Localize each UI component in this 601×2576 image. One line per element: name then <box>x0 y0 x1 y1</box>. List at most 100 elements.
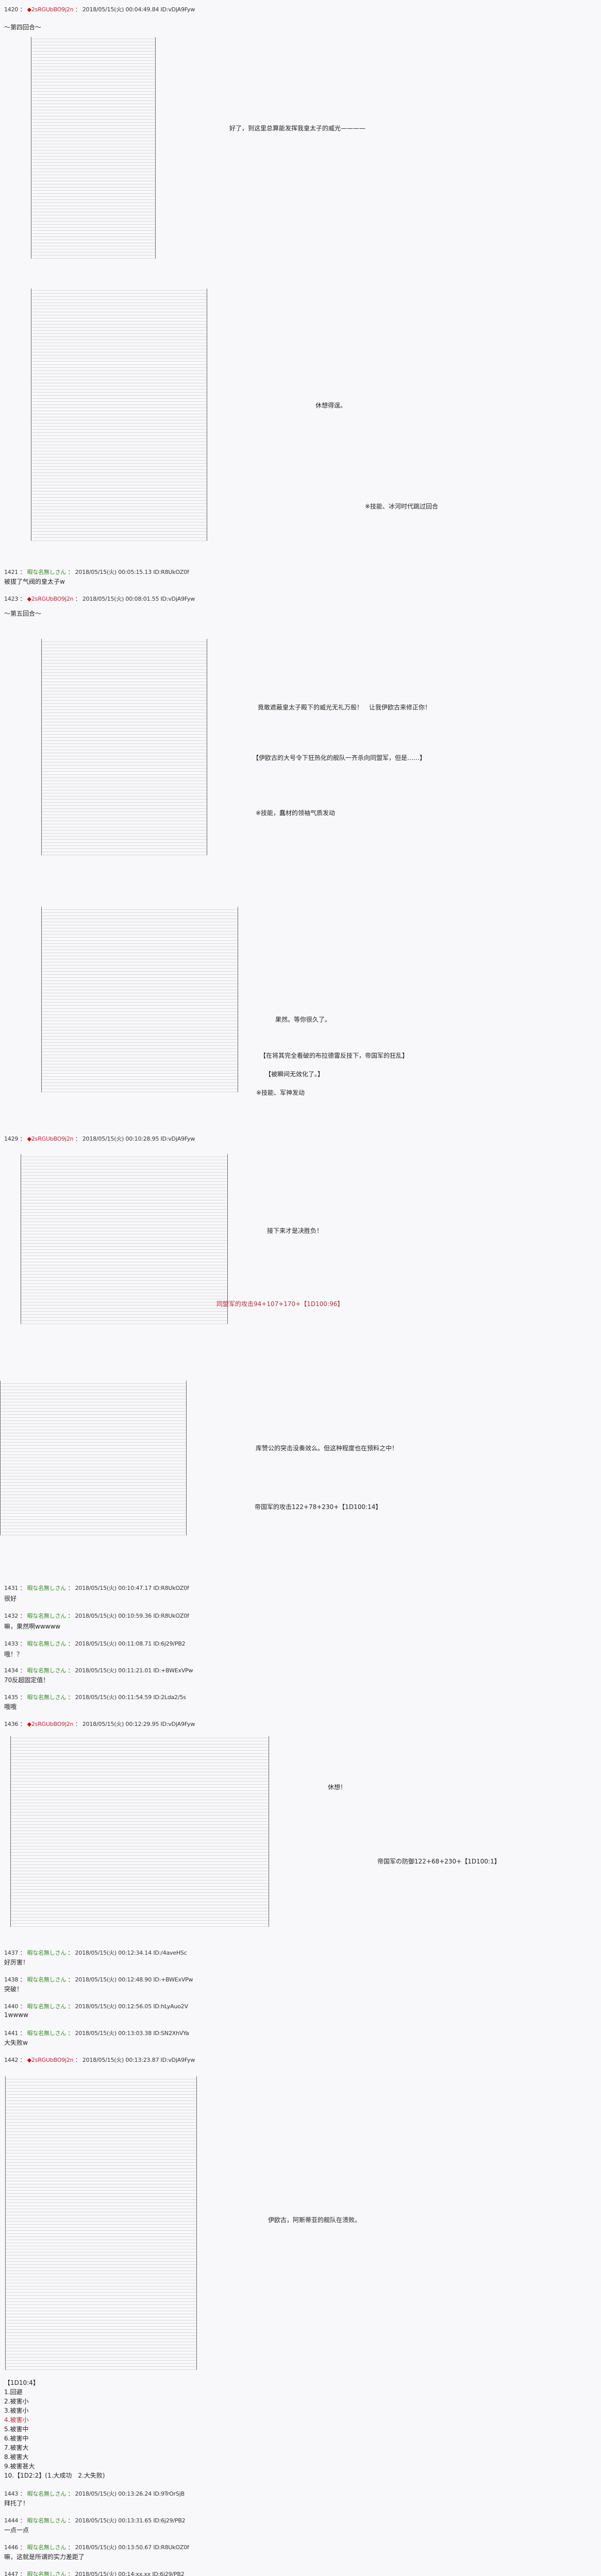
poster-id[interactable]: ID:+BWExVPw <box>153 1667 193 1674</box>
post-body-1434: 70反超固定值！ <box>4 1676 49 1684</box>
post-date: 2018/05/15(火) 00:11:21.01 <box>75 1667 152 1674</box>
poster-name[interactable]: 2sRGUbBO9j2n <box>27 596 74 602</box>
post-header-1436: 1436 ： 2sRGUbBO9j2n ： 2018/05/15(火) 00:1… <box>4 1720 195 1728</box>
poster-id[interactable]: ID:/4aveHSc <box>153 1950 187 1956</box>
dialogue-line: 库赞公的突击没奏效么。但这种程度也在预料之中！ <box>256 1445 398 1452</box>
poster-id[interactable]: ID:vDjA9Fyw <box>160 6 195 13</box>
poster-name[interactable]: 暇な名無しさん <box>27 2571 66 2576</box>
skill-note: ※技能，蠢材的领袖气质发动 <box>256 809 336 817</box>
dialogue-line: 休想！ <box>328 1784 347 1791</box>
post-number: 1438 <box>4 1976 19 1983</box>
dice-option: 8.被害大 <box>4 2453 29 2461</box>
post-header-1440: 1440 ： 暇な名無しさん ： 2018/05/15(火) 00:12:56.… <box>4 2003 188 2010</box>
post-header-1420: 1420 ： 2sRGUbBO9j2n ： 2018/05/15(火) 00:0… <box>4 5 195 13</box>
post-header-1435: 1435 ： 暇な名無しさん ： 2018/05/15(火) 00:11:54.… <box>4 1694 186 1701</box>
poster-id[interactable]: ID:vDjA9Fyw <box>160 1721 195 1727</box>
poster-name[interactable]: 暇な名無しさん <box>27 1694 66 1701</box>
post-date: 2018/05/15(火) 00:05:15.13 <box>75 569 152 575</box>
post-date: 2018/05/15(火) 00:11:08.71 <box>75 1640 152 1647</box>
post-body-1435: 哦哦 <box>4 1703 17 1710</box>
narration-line: 【被瞬间无效化了。】 <box>265 1071 324 1078</box>
ascii-art-figure <box>31 37 156 259</box>
post-body-1438: 突破！ <box>4 1986 23 1993</box>
skill-note: ※技能、军神发动 <box>256 1089 305 1096</box>
poster-id[interactable]: ID:6j29/PB2 <box>153 1640 186 1647</box>
post-header-1444: 1444 ： 暇な名無しさん ： 2018/05/15(火) 00:13:31.… <box>4 2517 186 2524</box>
post-body-1443: 拜托了！ <box>4 2500 29 2507</box>
post-header-1421: 1421 ： 暇な名無しさん ： 2018/05/15(火) 00:05:15.… <box>4 569 189 575</box>
post-header-1446: 1446 ： 暇な名無しさん ： 2018/05/15(火) 00:13:50.… <box>4 2544 189 2551</box>
poster-name[interactable]: 2sRGUbBO9j2n <box>27 1721 74 1727</box>
poster-name[interactable]: 暇な名無しさん <box>27 1613 66 1619</box>
dice-option: 5.被害中 <box>4 2426 29 2433</box>
poster-id[interactable]: ID:hLyAuo2V <box>153 2003 188 2010</box>
poster-id[interactable]: ID:vDjA9Fyw <box>160 596 195 602</box>
poster-name[interactable]: 暇な名無しさん <box>27 1585 66 1591</box>
post-number: 1437 <box>4 1950 19 1956</box>
post-number: 1436 <box>4 1721 19 1727</box>
post-body-1440: 1wwww <box>4 2011 28 2019</box>
poster-id[interactable]: ID:6j29/PB2 <box>153 2517 186 2524</box>
poster-name[interactable]: 2sRGUbBO9j2n <box>27 2057 74 2063</box>
post-date: 2018/05/15(火) 00:12:34.14 <box>75 1950 152 1956</box>
poster-name[interactable]: 暇な名無しさん <box>27 2030 66 2037</box>
dialogue-line: 休想得逞。 <box>315 402 347 409</box>
poster-name[interactable]: 暇な名無しさん <box>27 1667 66 1674</box>
post-header-1433: 1433 ： 暇な名無しさん ： 2018/05/15(火) 00:11:08.… <box>4 1640 186 1647</box>
post-number: 1444 <box>4 2517 19 2524</box>
dice-result-list: 【1D10:4】 1.回避 2.被害小 3.被害小 4.被害小 5.被害中 6.… <box>4 2378 105 2480</box>
post-date: 2018/05/15(火) 00:13:23.87 <box>82 2057 159 2063</box>
poster-id[interactable]: ID:vDjA9Fyw <box>160 1136 195 1142</box>
poster-name[interactable]: 暇な名無しさん <box>27 569 66 575</box>
poster-name[interactable]: 2sRGUbBO9j2n <box>27 6 74 13</box>
post-header-1432: 1432 ： 暇な名無しさん ： 2018/05/15(火) 00:10:59.… <box>4 1613 189 1619</box>
dialogue-line: 果然。等你很久了。 <box>275 1016 331 1023</box>
defense-roll: 帝国军の防御122+68+230+【1D100:1】 <box>377 1858 500 1865</box>
ascii-art-figure <box>10 1736 269 1927</box>
poster-id[interactable]: ID:vDjA9Fyw <box>160 2057 195 2063</box>
post-header-1434: 1434 ： 暇な名無しさん ： 2018/05/15(火) 00:11:21.… <box>4 1667 193 1674</box>
attack-roll: 同盟军的攻击94+107+170+【1D100:96】 <box>216 1300 344 1308</box>
poster-name[interactable]: 暇な名無しさん <box>27 2517 66 2524</box>
poster-id[interactable]: ID:9TrOrSjB <box>153 2490 185 2497</box>
ascii-art-figure <box>41 907 238 1092</box>
post-header-1442: 1442 ： 2sRGUbBO9j2n ： 2018/05/15(火) 00:1… <box>4 2056 195 2064</box>
post-header-1447: 1447 ： 暇な名無しさん ： 2018/05/15(火) 00:14:xx.… <box>4 2570 185 2576</box>
poster-id[interactable]: ID:2Lda2/5s <box>153 1694 186 1701</box>
post-number: 1447 <box>4 2571 19 2576</box>
poster-name[interactable]: 暇な名無しさん <box>27 2490 66 2497</box>
post-body-1432: 嘛，果然啊wwwww <box>4 1623 61 1630</box>
poster-id[interactable]: ID:R8UkOZ0f <box>153 1613 189 1619</box>
narration-line: 【在将其完全看破的布拉德雷反技下，帝国军的狂乱】 <box>260 1052 409 1059</box>
post-number: 1446 <box>4 2544 19 2551</box>
post-body-1421: 被拔了气阀的皇太子w <box>4 578 65 585</box>
poster-id[interactable]: ID:R8UkOZ0f <box>153 1585 189 1591</box>
poster-id[interactable]: ID:R8UkOZ0f <box>153 2544 189 2551</box>
post-date: 2018/05/15(火) 00:14:xx.xx <box>75 2571 151 2576</box>
narration-line: 【伊欧古的大号令下狂热化的舰队一齐杀向同盟军，但是……】 <box>253 754 426 761</box>
post-body-1441: 大失败w <box>4 2039 28 2046</box>
attack-roll: 帝国军的攻击122+78+230+【1D100:14】 <box>255 1503 382 1511</box>
dialogue-line: 好了，到这里总算能发挥我皇太子的威光———— <box>229 125 366 132</box>
post-header-1443: 1443 ： 暇な名無しさん ： 2018/05/15(火) 00:13:26.… <box>4 2490 185 2497</box>
poster-name[interactable]: 暇な名無しさん <box>27 1640 66 1647</box>
poster-name[interactable]: 暇な名無しさん <box>27 2544 66 2551</box>
dialogue-line: 伊欧古，阿斯蒂亚的舰队在溃败。 <box>268 2216 361 2224</box>
poster-name[interactable]: 暇な名無しさん <box>27 1950 66 1956</box>
post-header-1441: 1441 ： 暇な名無しさん ： 2018/05/15(火) 00:13:03.… <box>4 2030 189 2037</box>
poster-name[interactable]: 2sRGUbBO9j2n <box>27 1136 74 1142</box>
post-date: 2018/05/15(火) 00:12:48.90 <box>75 1976 152 1983</box>
post-body-1431: 很好 <box>4 1595 17 1602</box>
poster-name[interactable]: 暇な名無しさん <box>27 1976 66 1983</box>
post-body-1437: 好厉害！ <box>4 1959 29 1966</box>
poster-id[interactable]: ID:R8UkOZ0f <box>153 569 189 575</box>
post-number: 1441 <box>4 2030 19 2037</box>
poster-id[interactable]: ID:6j29/PB2 <box>152 2571 185 2576</box>
post-date: 2018/05/15(火) 00:13:50.67 <box>75 2544 152 2551</box>
poster-id[interactable]: ID:SN2XhVYa <box>153 2030 189 2037</box>
poster-id[interactable]: ID:+BWExVPw <box>153 1976 193 1983</box>
post-body-1423: ～第五回合～ <box>4 610 42 617</box>
ascii-art-figure <box>31 289 207 541</box>
poster-name[interactable]: 暇な名無しさん <box>27 2003 66 2010</box>
post-body-1420: ～第四回合～ <box>4 24 42 31</box>
